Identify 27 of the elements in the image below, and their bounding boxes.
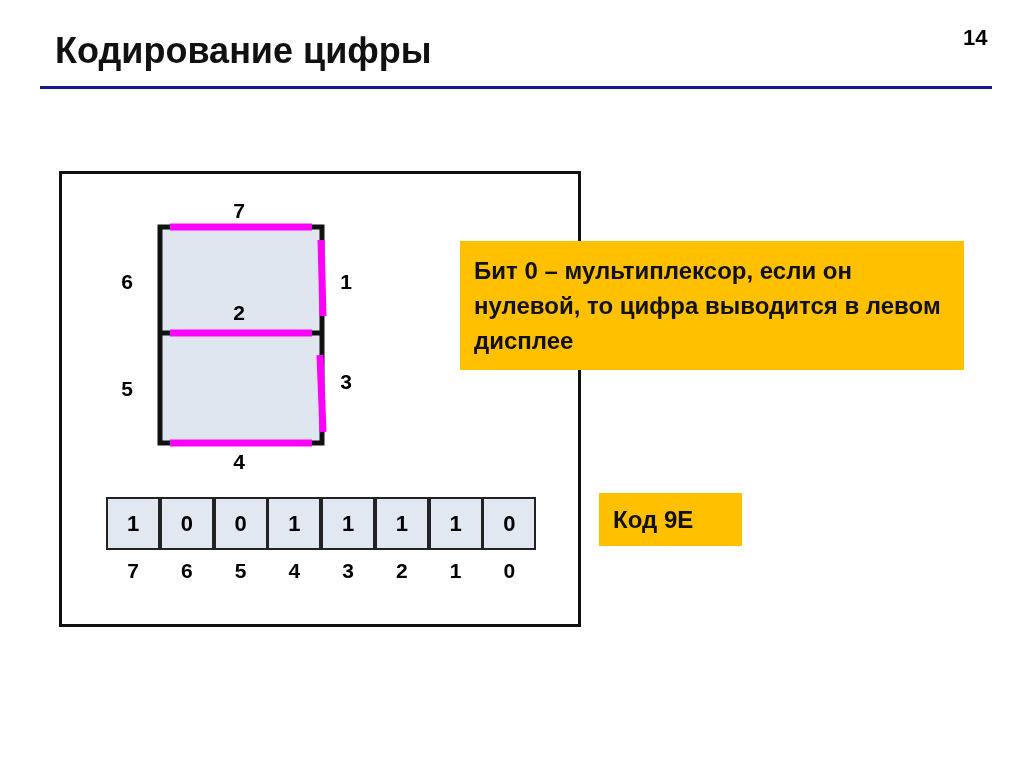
bit-value-cell: 0 xyxy=(159,497,214,550)
bit-value-cell: 1 xyxy=(374,497,429,550)
segment-number: 3 xyxy=(339,370,353,394)
segment-number: 2 xyxy=(232,301,246,325)
bit-index: 4 xyxy=(287,559,302,583)
bit-index: 0 xyxy=(502,559,517,583)
note-box: Бит 0 – мультиплексор, если он нулевой, то цифра выводится в левом дисплее xyxy=(460,241,964,370)
segment-number: 7 xyxy=(232,199,246,223)
bit-value-cell: 1 xyxy=(428,497,483,550)
bit-index: 6 xyxy=(179,559,194,583)
segment-number: 1 xyxy=(339,270,353,294)
note-box: Код 9E xyxy=(599,493,742,546)
bit-index: 3 xyxy=(341,559,355,583)
bit-index: 7 xyxy=(126,559,140,583)
bit-value-cell: 1 xyxy=(321,497,375,550)
bit-index: 2 xyxy=(394,559,409,583)
bit-value-cell: 1 xyxy=(267,497,322,550)
bit-value-cell: 1 xyxy=(106,497,160,550)
slide-title: Кодирование цифры xyxy=(55,30,432,72)
page-number: 14 xyxy=(963,25,988,51)
bit-index: 1 xyxy=(448,559,463,583)
segment-number: 6 xyxy=(120,270,134,294)
bit-value-cell: 0 xyxy=(482,497,537,550)
bit-index: 5 xyxy=(233,559,248,583)
segment-number: 4 xyxy=(232,450,246,474)
segment-number: 5 xyxy=(120,377,134,401)
bit-value-cell: 0 xyxy=(213,497,268,550)
